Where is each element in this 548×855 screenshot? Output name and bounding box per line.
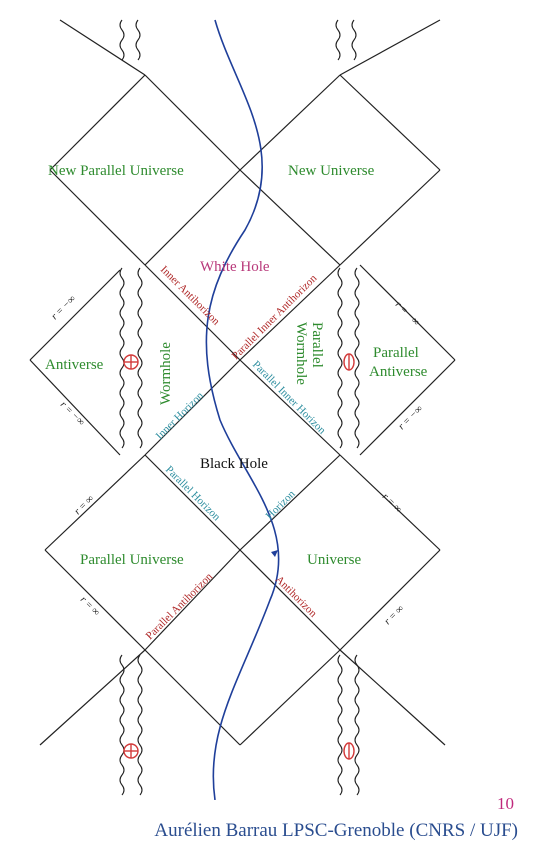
label-parallel-horizon: Parallel Horizon bbox=[163, 464, 223, 524]
label-r-neg-inf-1: r = −∞ bbox=[49, 293, 78, 322]
label-parallel-antiverse-2: Antiverse bbox=[369, 364, 428, 380]
label-parallel-inner-horizon: Parallel Inner Horizon bbox=[250, 359, 328, 437]
label-new-parallel-universe: New Parallel Universe bbox=[48, 163, 184, 179]
label-r-neg-inf-3: r = −∞ bbox=[393, 299, 422, 328]
label-new-universe: New Universe bbox=[288, 163, 375, 179]
credit-footer: Aurélien Barrau LPSC-Grenoble (CNRS / UJ… bbox=[154, 820, 518, 841]
label-antihorizon: Antihorizon bbox=[273, 574, 319, 620]
label-universe: Universe bbox=[307, 552, 361, 568]
label-white-hole: White Hole bbox=[200, 259, 270, 275]
label-r-pos-inf-4: r = ∞ bbox=[382, 603, 406, 627]
label-r-neg-inf-2: r = −∞ bbox=[58, 399, 87, 428]
marker-icon bbox=[343, 353, 355, 371]
marker-icon bbox=[123, 743, 139, 759]
singularity-lines bbox=[119, 19, 360, 796]
penrose-diagram: New Parallel Universe New Universe White… bbox=[29, 19, 456, 800]
marker-icon bbox=[343, 742, 355, 760]
label-r-neg-inf-4: r = −∞ bbox=[396, 403, 425, 432]
marker-icon bbox=[123, 354, 139, 370]
diamond-edges bbox=[29, 19, 456, 746]
label-r-pos-inf-2: r = ∞ bbox=[78, 594, 102, 618]
label-horizon: Horizon bbox=[264, 488, 298, 522]
page-number: 10 bbox=[497, 794, 514, 813]
label-parallel-wormhole-2: Wormhole bbox=[293, 322, 309, 385]
worldline-curve bbox=[205, 19, 280, 800]
label-parallel-wormhole-1: Parallel bbox=[309, 322, 325, 368]
label-antiverse: Antiverse bbox=[45, 357, 104, 373]
label-parallel-antihorizon: Parallel Antihorizon bbox=[144, 570, 216, 642]
label-parallel-universe: Parallel Universe bbox=[80, 552, 184, 568]
worldline-arrow-icon bbox=[271, 550, 278, 557]
label-wormhole: Wormhole bbox=[158, 342, 174, 405]
label-black-hole: Black Hole bbox=[200, 456, 268, 472]
singularity-markers bbox=[123, 353, 355, 760]
label-parallel-antiverse-1: Parallel bbox=[373, 345, 419, 361]
